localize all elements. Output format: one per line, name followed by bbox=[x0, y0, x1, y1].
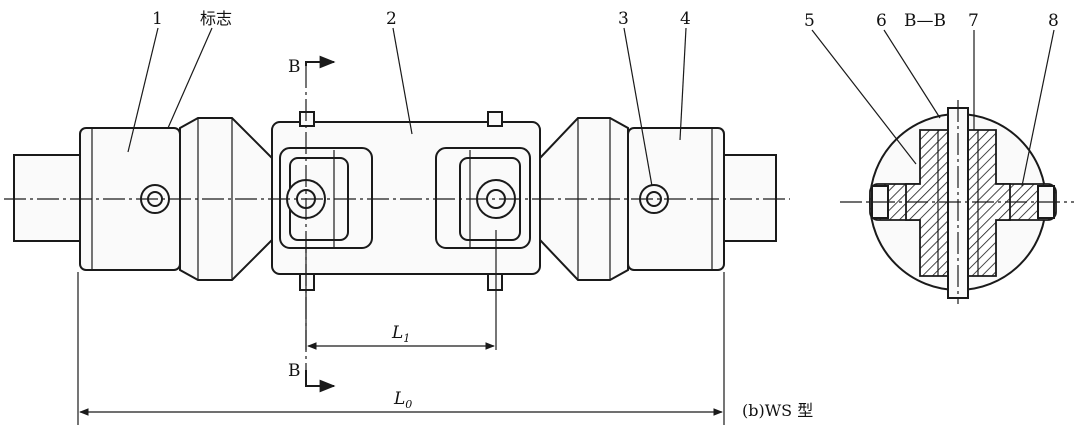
part-label-3: 3 bbox=[618, 9, 629, 29]
leaders-main bbox=[127, 27, 687, 187]
cut-letter-top: B bbox=[288, 57, 301, 77]
dimension-l1-label: L1 bbox=[391, 323, 410, 345]
part-label-1: 1 bbox=[152, 9, 163, 29]
part-label-6: 6 bbox=[876, 11, 887, 31]
middle-body bbox=[271, 111, 541, 291]
figure-caption: (b)WS 型 bbox=[742, 401, 813, 420]
cut-letter-bottom: B bbox=[288, 361, 301, 381]
main-view: B B L1 L0 1 标志 2 3 4 bbox=[4, 9, 790, 425]
dimension-l0-label: L0 bbox=[393, 389, 412, 411]
section-title: B—B bbox=[904, 11, 946, 31]
dimension-l0: L0 bbox=[79, 389, 723, 416]
part-label-2: 2 bbox=[386, 9, 397, 29]
section-view: 5 6 B—B 7 8 bbox=[804, 11, 1074, 304]
part-label-5: 5 bbox=[804, 11, 815, 31]
leaders-section bbox=[811, 29, 1055, 187]
part-label-7: 7 bbox=[968, 11, 979, 31]
dimension-l1: L1 bbox=[307, 323, 495, 350]
right-shaft bbox=[717, 154, 777, 242]
left-yoke bbox=[179, 117, 273, 281]
part-label-4: 4 bbox=[680, 9, 691, 29]
section-cut-line: B B bbox=[288, 55, 336, 393]
mark-label: 标志 bbox=[200, 9, 232, 28]
part-label-8: 8 bbox=[1048, 11, 1059, 31]
